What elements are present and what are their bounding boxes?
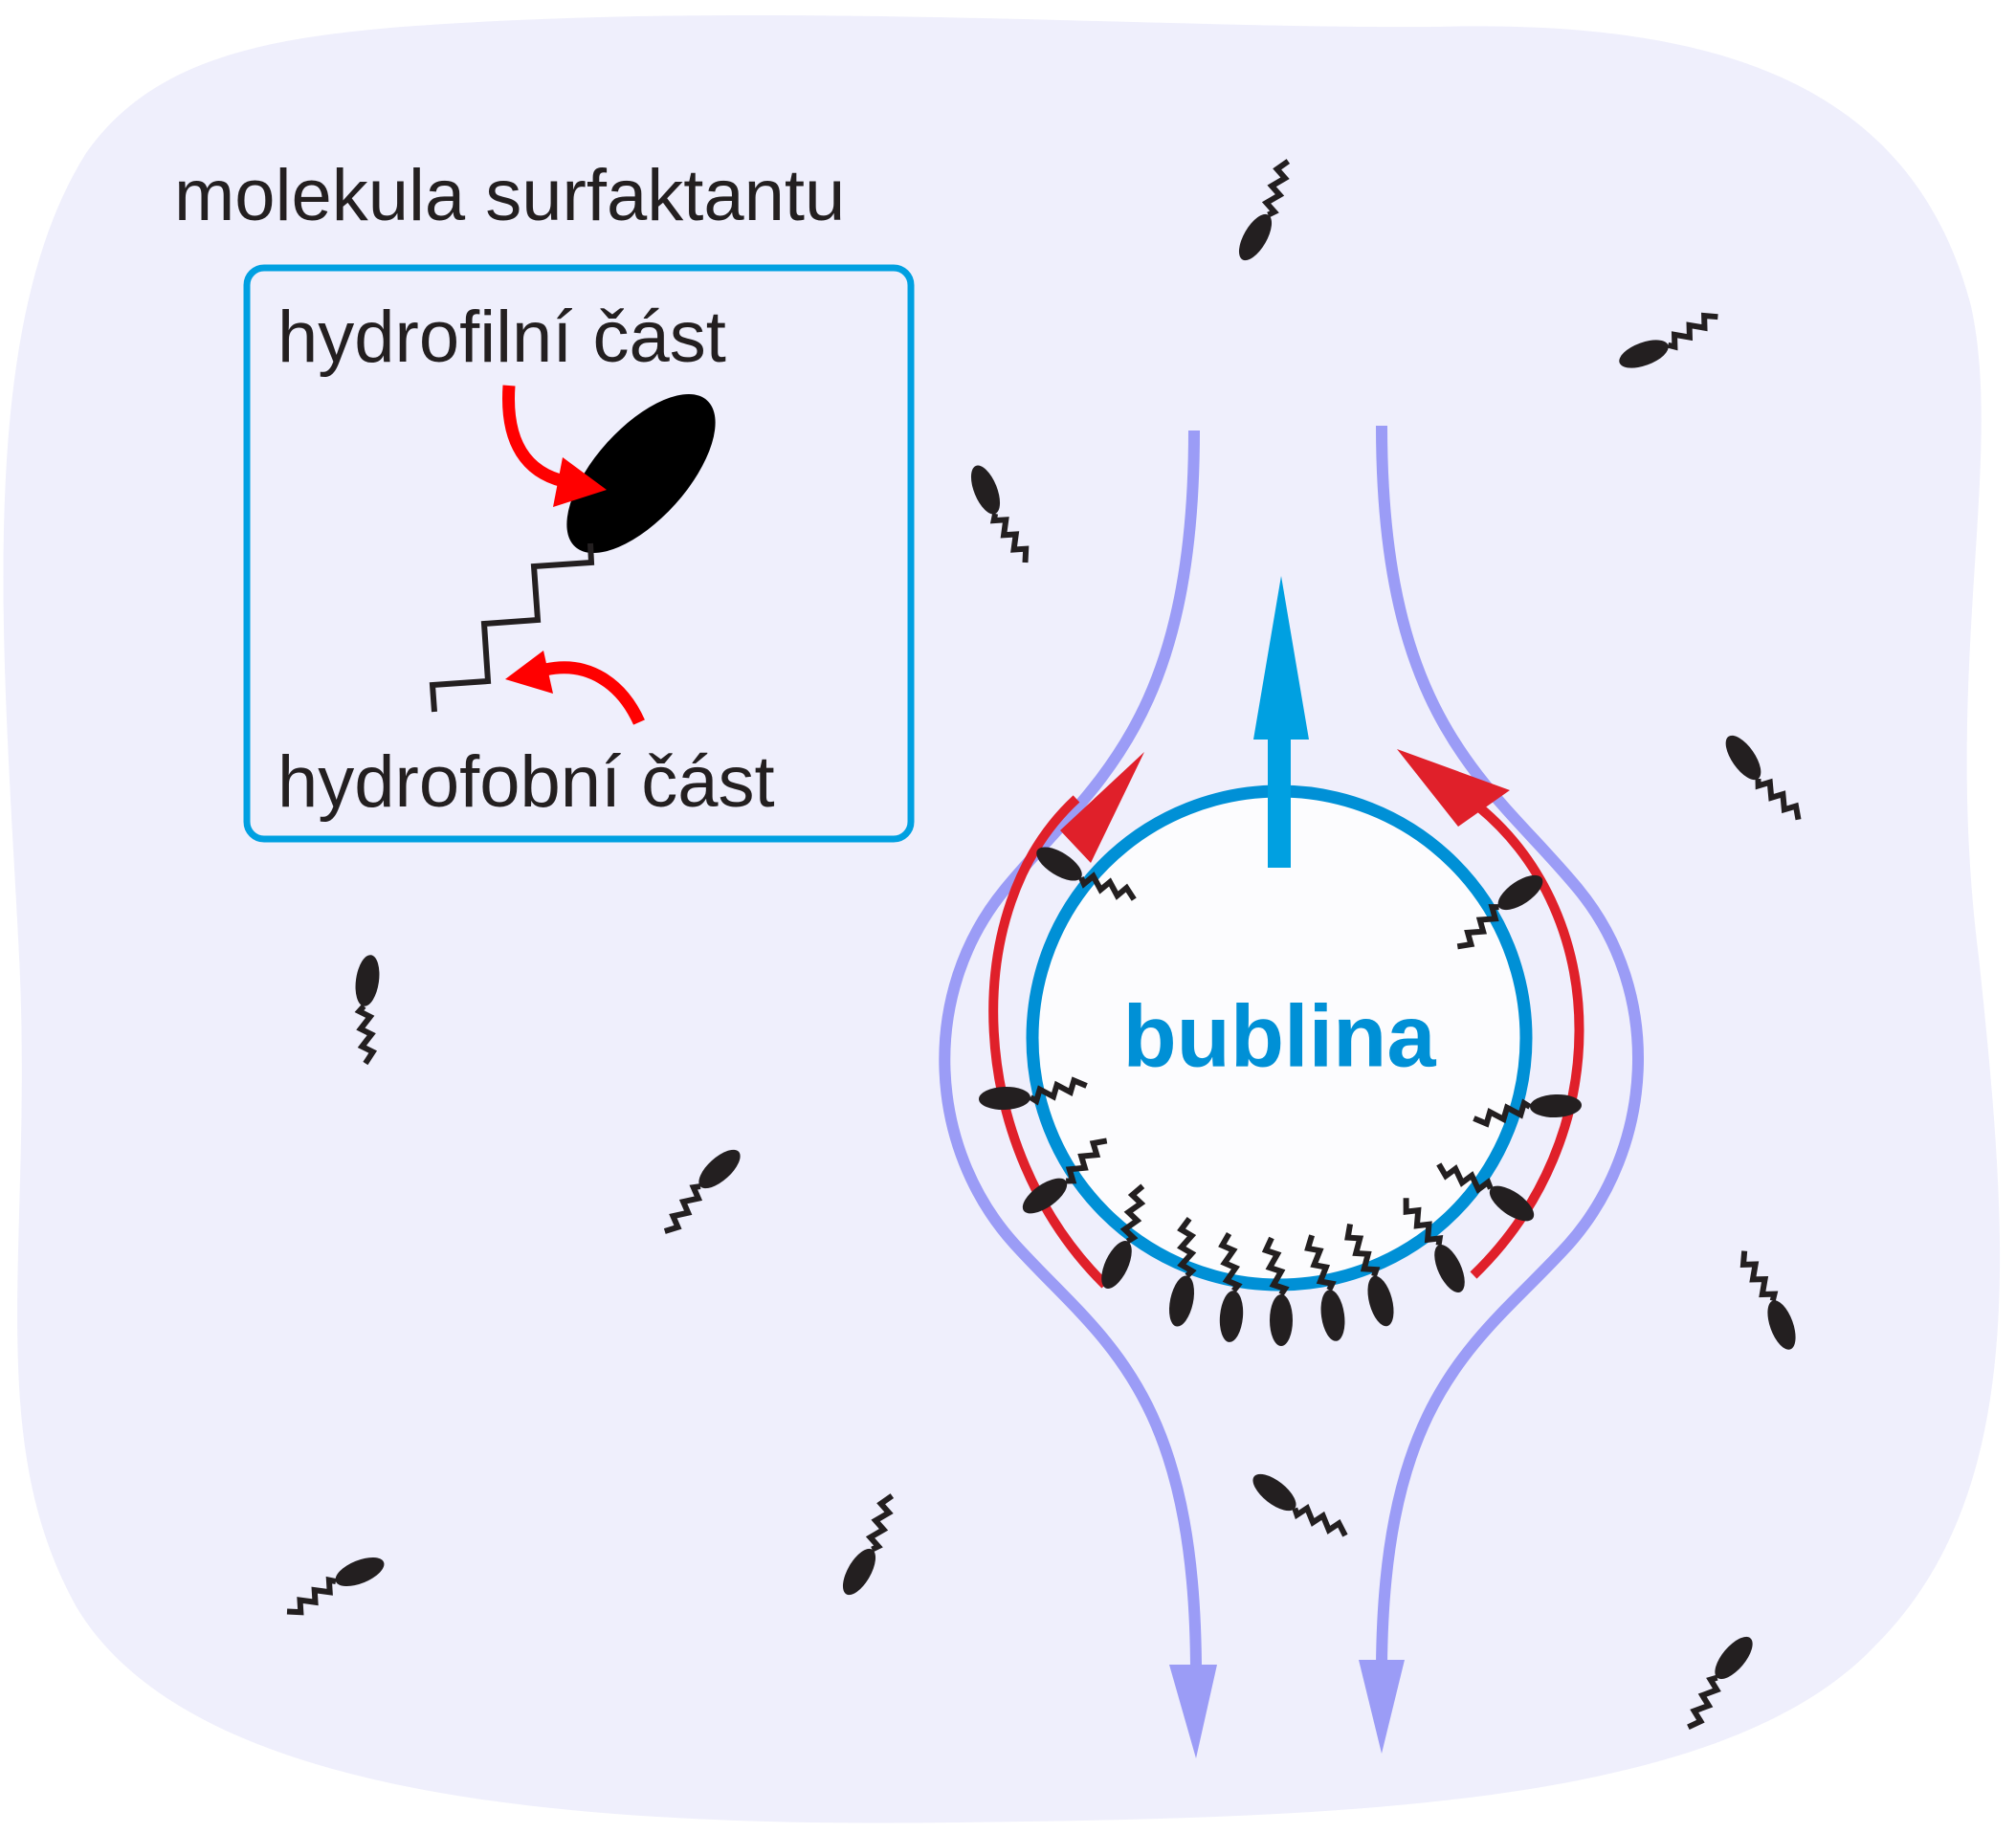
buoyancy-arrow — [1253, 576, 1309, 868]
streamline-right — [1376, 425, 1644, 1667]
streamline-left — [939, 430, 1202, 1675]
pointer-arrow-hydrophilic — [502, 385, 576, 490]
legend-border — [243, 264, 915, 843]
hydrophobic-tail — [429, 542, 595, 713]
flow-streamlines — [939, 425, 1644, 1758]
buoyancy-arrow-shaft — [1268, 732, 1291, 868]
pointer-arrow-hydrophobic — [543, 661, 645, 725]
hydrophobic-label: hydrofobní část — [277, 741, 775, 823]
surfactant-molecule-icon — [429, 393, 716, 713]
hydrophilic-head — [566, 393, 716, 554]
pointer-arrowhead-hydrophobic — [505, 651, 553, 694]
surface-flow-right-arrowhead — [1397, 749, 1510, 827]
bubble-label: bublina — [1122, 987, 1436, 1085]
legend-box: molekula surfaktantu hydrofilní část hyd… — [174, 155, 915, 843]
streamline-left-arrowhead — [1169, 1665, 1217, 1758]
surface-flow-left-arrowhead — [1060, 752, 1144, 863]
title-label: molekula surfaktantu — [174, 155, 845, 236]
buoyancy-arrow-head — [1253, 576, 1309, 740]
pointer-arrowhead-hydrophilic — [553, 457, 607, 507]
hydrophilic-label: hydrofilní část — [277, 297, 726, 378]
surface-flow-left — [988, 795, 1109, 1289]
streamline-right-arrowhead — [1359, 1660, 1405, 1754]
